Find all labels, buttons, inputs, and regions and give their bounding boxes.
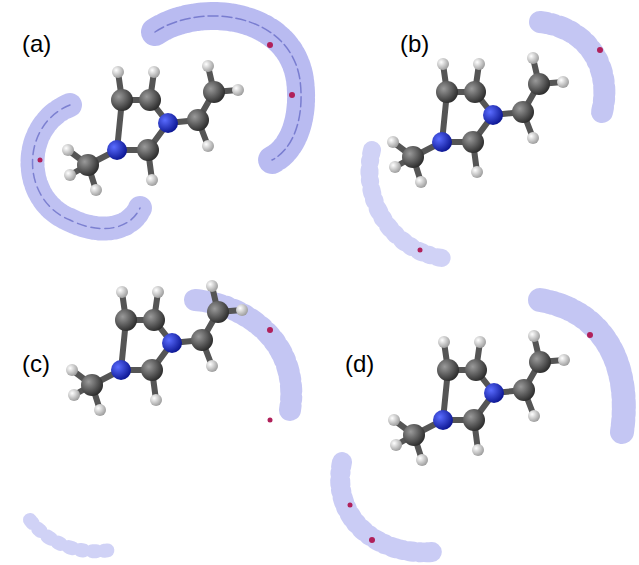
isosurface-cloud — [30, 300, 291, 551]
isosurface-cloud — [33, 16, 302, 229]
panel-label: (b) — [400, 30, 429, 58]
molecule — [388, 330, 570, 466]
isosurface-cloud — [369, 22, 604, 258]
molecule — [66, 280, 248, 416]
molecule — [62, 60, 244, 196]
panel-label: (a) — [22, 30, 51, 58]
molecule — [387, 52, 569, 188]
isosurface-cloud — [340, 300, 624, 552]
panel-label: (c) — [22, 350, 50, 378]
panel-label: (d) — [345, 350, 374, 378]
